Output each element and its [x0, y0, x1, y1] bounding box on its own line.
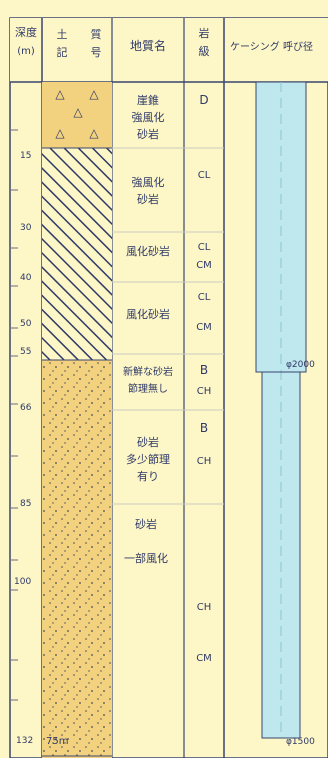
bottom-depth-marker: 75m [46, 736, 68, 747]
layer-6-grade-2: CH [197, 456, 212, 467]
casing-diameter-upper: φ2000 [286, 360, 315, 370]
layer-6-name-3: 有り [137, 469, 159, 483]
layer-2-name-2: 砂岩 [137, 192, 159, 206]
layer-7-grade-1: CH [197, 602, 212, 613]
triangle-symbol-2: △ [89, 87, 99, 101]
triangle-symbol-1: △ [55, 87, 65, 101]
layer-4-name: 風化砂岩 [126, 307, 170, 321]
layer-6-grade-1: B [200, 421, 208, 435]
depth-label-15: 15 [20, 151, 31, 161]
layer-7-name-2: 一部風化 [124, 551, 168, 565]
depth-axis: 15 30 40 50 55 66 85 100 132 [10, 129, 33, 746]
layer-1-name-3: 砂岩 [137, 127, 159, 141]
layer-3-grade-1: CL [198, 242, 211, 253]
layer-3-name: 風化砂岩 [126, 244, 170, 258]
triangle-symbol-4: △ [55, 126, 65, 140]
strata-column: △ △ △ △ △ [42, 82, 112, 758]
layer-7-grade-2: CM [196, 653, 212, 664]
depth-label-85: 85 [20, 499, 31, 509]
depth-label-50: 50 [20, 319, 32, 329]
layer-boundaries [112, 147, 224, 505]
layer-5-grade-1: B [200, 363, 208, 377]
depth-label-55: 55 [20, 347, 31, 357]
layer-3-grade-2: CM [196, 260, 212, 271]
symbol-header-right-1: 質 [91, 27, 102, 41]
symbol-header-right-2: 号 [91, 46, 102, 59]
casing-column: φ2000 φ1500 [255, 81, 315, 747]
layer-5-name-2: 節理無し [128, 382, 168, 395]
layer-5-name-1: 新鮮な砂岩 [123, 365, 173, 378]
rock-class-header-2: 級 [199, 45, 210, 58]
layer-2-name-1: 強風化 [132, 175, 165, 189]
depth-header-bottom: (m) [17, 46, 35, 57]
layer-2-hatch [42, 148, 112, 360]
casing-diameter-lower: φ1500 [286, 737, 315, 747]
depth-label-132: 132 [16, 736, 33, 746]
symbol-header-left-2: 記 [57, 45, 68, 59]
depth-label-40: 40 [20, 273, 32, 283]
layer-7-name-1: 砂岩 [135, 517, 157, 531]
depth-label-30: 30 [20, 223, 32, 233]
rock-classes: D CL CL CM CL CM B CH B CH CH CM [196, 93, 212, 664]
layer-2-grade: CL [198, 170, 211, 181]
triangle-symbol-3: △ [73, 105, 83, 119]
layer-1-triangles [42, 82, 112, 148]
symbol-header-left-1: 土 [57, 28, 68, 41]
layer-1-name-2: 強風化 [132, 110, 165, 124]
layer-6-name-1: 砂岩 [137, 435, 159, 449]
layer-6-name-2: 多少節理 [126, 452, 170, 466]
casing-header: ケーシング 呼び径 [230, 40, 313, 53]
layer-4-grade-2: CM [196, 322, 212, 333]
layer-4-grade-1: CL [198, 292, 211, 303]
layer-5-grade-2: CH [197, 386, 212, 397]
triangle-symbol-5: △ [89, 126, 99, 140]
geology-name-header: 地質名 [130, 38, 166, 53]
layer-3-dots [42, 360, 112, 758]
layer-1-grade: D [199, 93, 208, 107]
layer-1-name-1: 崖錐 [137, 93, 159, 107]
depth-label-66: 66 [20, 403, 32, 413]
geology-names: 崖錐 強風化 砂岩 強風化 砂岩 風化砂岩 風化砂岩 新鮮な砂岩 節理無し 砂岩… [123, 93, 173, 565]
depth-label-100: 100 [14, 577, 31, 587]
rock-class-header-1: 岩 [199, 26, 210, 40]
depth-header-top: 深度 [15, 25, 37, 39]
